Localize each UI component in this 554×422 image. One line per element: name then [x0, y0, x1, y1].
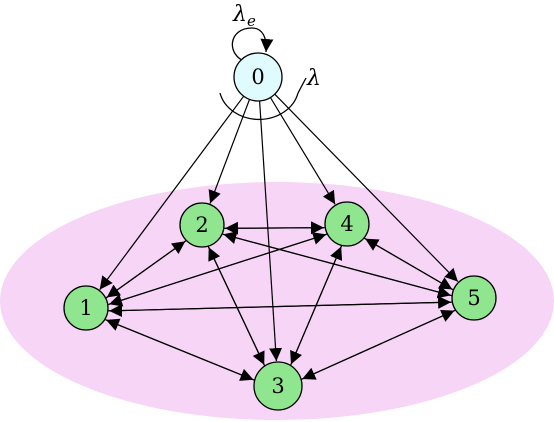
edge-5-to-1: [109, 301, 453, 318]
node-3-circle: [253, 361, 303, 411]
node-4-label: 4: [340, 212, 353, 236]
edge-0-to-2: [208, 99, 251, 204]
node-5: 5: [451, 275, 497, 321]
node-0-label: 0: [251, 65, 264, 89]
edge-0-to-1: [99, 95, 245, 290]
node-3: 3: [253, 361, 303, 411]
edges-layer: [99, 93, 459, 381]
node-4: 4: [324, 201, 370, 247]
outgoing-rate-label: λ: [306, 66, 321, 91]
edge-3-to-1: [105, 318, 255, 381]
edge-2-to-1: [106, 240, 187, 298]
node-5-label: 5: [467, 286, 480, 310]
nodes-layer: 0 1 2 3 4 5: [63, 52, 497, 411]
node-2: 2: [179, 202, 225, 248]
node-0: 0: [233, 52, 283, 102]
edge-5-to-2: [223, 231, 452, 297]
node-0-circle: [233, 52, 283, 102]
node-1: 1: [63, 285, 109, 331]
edge-0-to-3: [259, 100, 283, 362]
node-1-circle: [63, 285, 109, 331]
self-loop-label: λe: [232, 2, 256, 30]
edge-4-to-2: [224, 221, 326, 235]
edge-4-to-3: [290, 245, 343, 365]
edge-0-to-5: [274, 93, 459, 283]
edge-0-to-4: [269, 97, 336, 205]
edge-5-to-3: [301, 309, 456, 380]
edge-4-to-1: [108, 233, 328, 307]
node-2-circle: [179, 202, 225, 248]
cluster-region: [0, 182, 554, 420]
edge-3-to-2: [208, 247, 266, 367]
outgoing-rate-arc: [219, 92, 299, 121]
node-1-label: 1: [79, 296, 92, 320]
edge-5-to-4: [364, 238, 454, 291]
node-4-circle: [324, 201, 370, 247]
self-loop-edge: [231, 27, 274, 63]
node-5-circle: [451, 275, 497, 321]
node-2-label: 2: [195, 213, 208, 237]
node-3-label: 3: [271, 374, 284, 398]
outgoing-rate-leader: [297, 77, 307, 94]
